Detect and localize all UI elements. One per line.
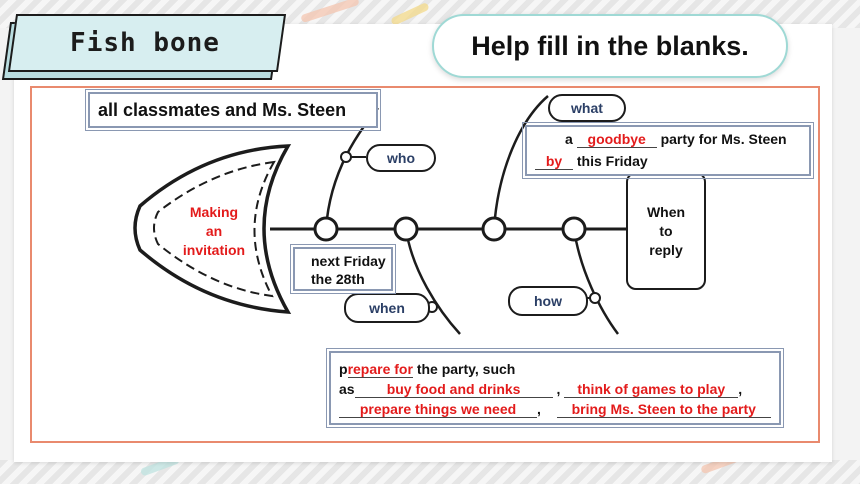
spine-node-1 [313, 216, 339, 242]
how-blank-b: think of games to play [564, 381, 739, 398]
how-blank-c: prepare things we need [339, 401, 537, 418]
how-blank-d: bring Ms. Steen to the party [556, 401, 771, 418]
what-blank-2: by [535, 153, 573, 170]
bone-what [492, 95, 549, 230]
how-blank-1: repare for [347, 361, 413, 378]
when-to-reply-box: When to reply [626, 172, 706, 290]
node-how-small [589, 292, 601, 304]
how-line-3: prepare things we need, bring Ms. Steen … [339, 401, 771, 418]
fish-head-outline [133, 144, 292, 314]
spine-node-2 [393, 216, 419, 242]
node-who-small [340, 151, 352, 163]
spine-node-4 [561, 216, 587, 242]
what-line-1: a goodbye party for Ms. Steen [565, 131, 787, 148]
bone-when [404, 228, 461, 335]
what-blank-1: goodbye [576, 131, 657, 148]
what-line-2: by this Friday [535, 153, 648, 170]
diagram-frame [30, 86, 820, 443]
instruction-banner: Help fill in the blanks. [432, 14, 788, 78]
who-answer-box: all classmates and Ms. Steen [85, 89, 381, 131]
page-title: Fish bone [70, 28, 220, 58]
how-label: how [508, 286, 588, 316]
how-blank-a: buy food and drinks [354, 381, 553, 398]
who-label: who [366, 144, 436, 172]
bone-how [572, 228, 620, 335]
when-label: when [344, 293, 430, 323]
what-answer-box: a goodbye party for Ms. Steen by this Fr… [522, 122, 814, 179]
head-label: Making an invitation [182, 204, 246, 258]
how-line-1: prepare for the party, such [339, 361, 516, 378]
fish-head-dashed [153, 160, 276, 298]
what-label: what [548, 94, 626, 122]
when-answer-box: next Friday the 28th [290, 244, 396, 294]
spine-node-3 [481, 216, 507, 242]
